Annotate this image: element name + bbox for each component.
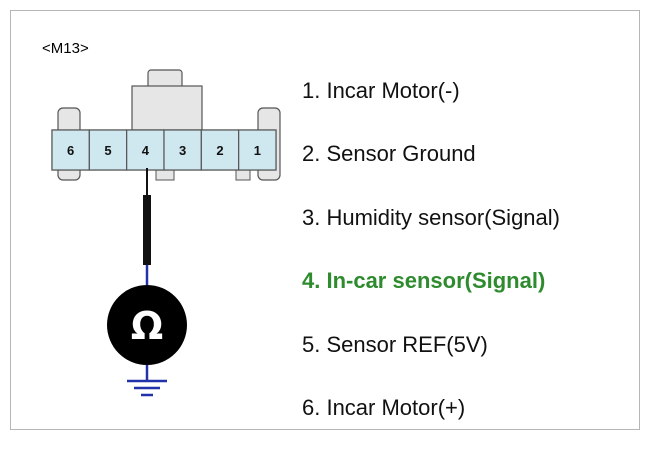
ground-symbol-icon xyxy=(127,379,167,397)
pin-cell-2 xyxy=(200,129,240,171)
pin-number-2: 2 xyxy=(216,143,223,158)
pin-cell-6 xyxy=(51,129,90,171)
probe-wire-insulation xyxy=(143,195,151,265)
pin-legend: 1. Incar Motor(-) 2. Sensor Ground 3. Humi… xyxy=(302,70,560,451)
legend-item-1: 1. Incar Motor(-) xyxy=(302,77,460,103)
legend-item-4: 4. In-car sensor(Signal) xyxy=(302,268,546,293)
pin-cell-4 xyxy=(126,129,165,171)
legend-item-6: 6. Incar Motor(+) xyxy=(302,395,466,420)
pin-number-4: 4 xyxy=(142,143,150,158)
pin-number-5: 5 xyxy=(104,143,111,158)
diagram-frame xyxy=(10,10,640,430)
pin-number-1: 1 xyxy=(254,143,261,158)
ohm-symbol-icon: Ω xyxy=(131,304,163,348)
connector-upper-housing xyxy=(131,85,203,131)
connector-diagram: 6 5 4 3 2 1 Ω xyxy=(51,69,281,397)
pin-number-6: 6 xyxy=(67,143,74,158)
legend-item-3: 3. Humidity sensor(Signal) xyxy=(302,204,560,230)
legend-item-2: 2. Sensor Ground xyxy=(302,141,476,166)
connector-label: <M13> xyxy=(42,40,89,57)
legend-item-5: 5. Sensor REF(5V) xyxy=(302,331,488,357)
pin-cell-1 xyxy=(238,129,277,171)
ohmmeter xyxy=(107,285,187,365)
pin-number-3: 3 xyxy=(179,143,186,158)
